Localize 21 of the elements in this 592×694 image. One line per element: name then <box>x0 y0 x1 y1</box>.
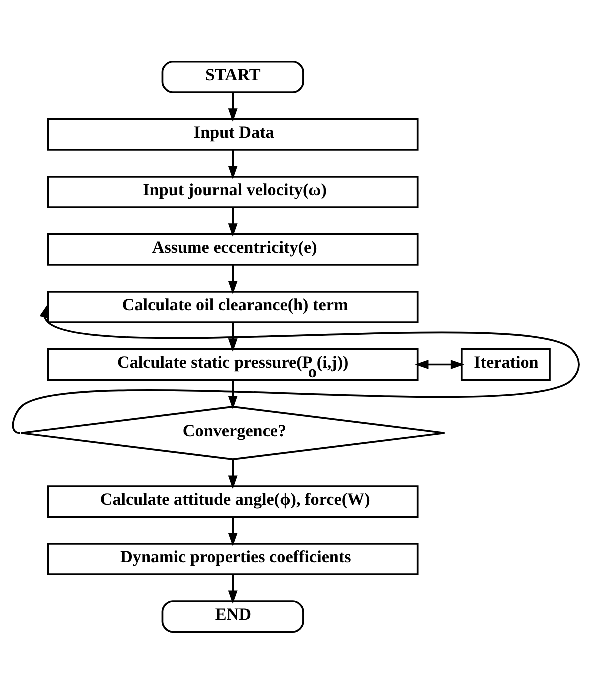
arrow <box>228 92 238 122</box>
arrow <box>228 574 238 604</box>
node-box: Input journal velocity(ω) <box>47 176 419 208</box>
arrow <box>228 460 238 490</box>
node-box: END <box>162 600 304 634</box>
arrow <box>228 208 238 238</box>
node-box: Calculate oil clearance(h) term <box>47 291 419 324</box>
arrow <box>228 380 238 410</box>
node-diamond: Convergence? <box>20 406 446 460</box>
node-box: Assume eccentricity(e) <box>47 234 419 266</box>
node-box: Iteration <box>460 348 551 381</box>
arrow <box>228 265 238 295</box>
arrow <box>228 322 238 352</box>
node-box: Calculate attitude angle(ϕ), force(W) <box>47 486 419 518</box>
node-box: Dynamic properties coefficients <box>47 543 419 576</box>
arrow <box>12 304 580 434</box>
node-box: Input Data <box>47 118 419 151</box>
arrow <box>415 360 464 370</box>
arrow <box>228 517 238 547</box>
arrow <box>228 150 238 180</box>
node-box: START <box>162 60 304 94</box>
